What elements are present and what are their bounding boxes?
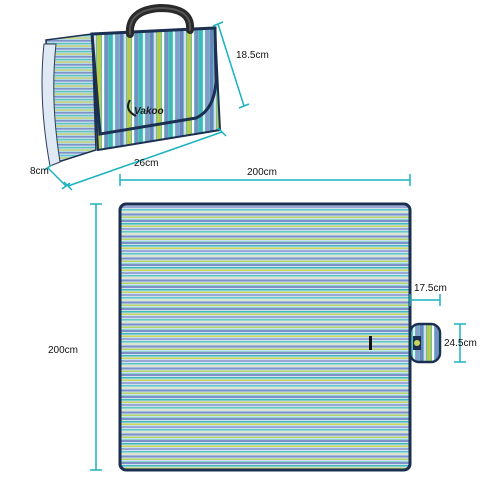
folded-bag: Vakoo: [41, 3, 222, 167]
label-mat-height: 200cm: [48, 345, 79, 356]
label-folded-depth: 8cm: [30, 166, 49, 177]
open-mat: [118, 202, 442, 472]
label-folded-width: 26cm: [134, 158, 159, 169]
label-tab-length: 17.5cm: [414, 283, 447, 294]
mat-surface: [118, 202, 412, 472]
bag-flap: [90, 26, 218, 136]
mat-dimension-lines: [90, 174, 466, 471]
label-mat-width: 200cm: [247, 167, 278, 178]
mat-buckle-slot: [369, 336, 372, 350]
brand-logo-text: Vakoo: [134, 106, 164, 117]
brand-logo: Vakoo: [127, 99, 164, 117]
bag-roll-edge: [41, 43, 61, 167]
folded-dimension-lines: [43, 21, 250, 191]
label-tab-width: 24.5cm: [444, 338, 477, 349]
mat-tab: [408, 322, 442, 364]
label-folded-height: 18.5cm: [236, 50, 269, 61]
